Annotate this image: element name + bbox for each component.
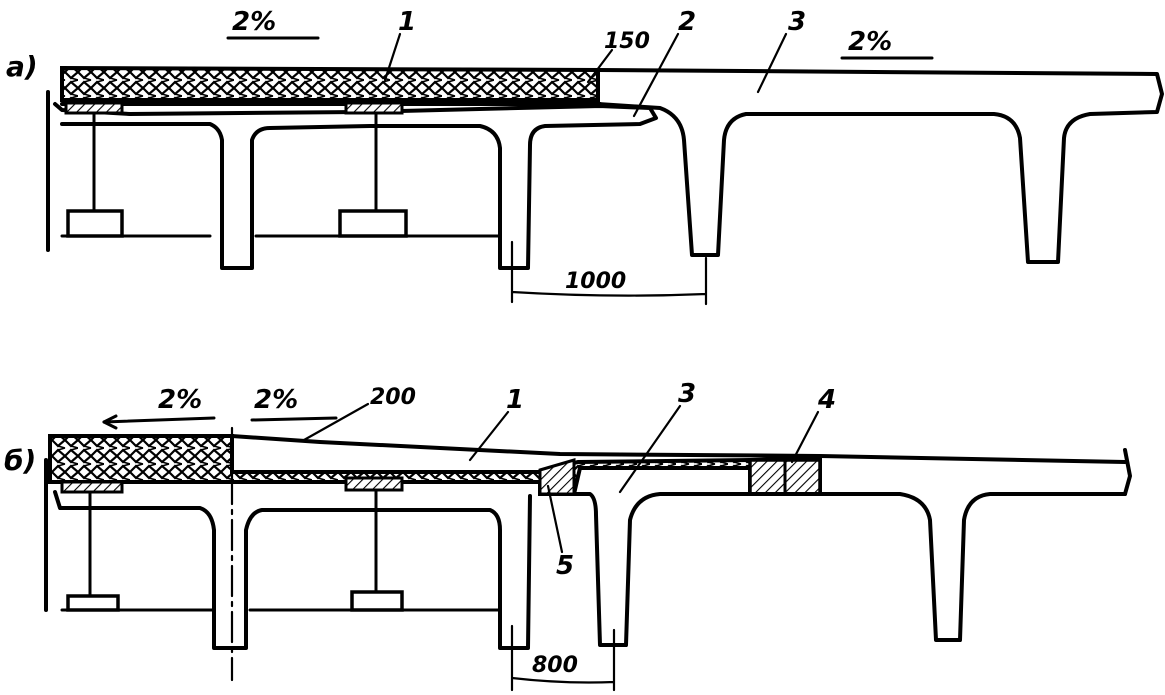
panel-b: б) 800 2% 2% (4, 379, 1132, 692)
panel-a-dimension-line (510, 240, 708, 306)
panel-b-leader-5 (546, 484, 564, 554)
panel-a-callout-2: 2 (678, 7, 696, 37)
panel-a-soffit (60, 122, 502, 270)
panel-a: a) 1000 2% 2% 1 150 2 (6, 7, 1164, 306)
panel-b-leader-1 (468, 410, 510, 462)
panel-a-surfacing-layer (60, 65, 600, 102)
panel-b-slope-left-arrowhead (102, 414, 118, 430)
panel-a-new-slab-3 (596, 68, 1164, 264)
panel-b-slope-mid-underline (250, 416, 338, 422)
panel-b-new-slab-3 (572, 492, 1127, 647)
panel-b-callout-1: 1 (506, 385, 524, 415)
panel-a-leader-2 (632, 32, 680, 118)
panel-a-label: a) (6, 50, 38, 83)
panel-a-old-slab-2 (53, 102, 658, 270)
panel-a-callout-1: 1 (398, 7, 416, 37)
panel-b-callout-3: 3 (678, 379, 696, 409)
panel-b-anchor-block-2 (350, 590, 404, 612)
panel-b-anchor-block-1 (66, 594, 120, 612)
panel-b-leader-4 (790, 410, 820, 464)
panel-b-callout-4: 4 (817, 385, 836, 415)
panel-b-surfacing-layer (48, 434, 822, 496)
panel-b-dimension-text: 800 (532, 653, 578, 678)
panel-a-anchor-block-2 (338, 209, 408, 238)
panel-a-slope-left: 2% (232, 7, 276, 37)
panel-b-leader-200 (302, 402, 370, 442)
panel-a-slope-right: 2% (848, 27, 892, 57)
panel-a-callout-3: 3 (788, 7, 806, 37)
panel-a-dimension-text: 1000 (565, 269, 626, 294)
panel-b-bearing-1 (60, 480, 124, 494)
panel-b-callout-5: 5 (556, 551, 574, 581)
panel-b-slab-edge (1123, 448, 1132, 496)
panel-b-label: б) (4, 444, 36, 477)
panel-a-leader-1 (383, 32, 402, 82)
panel-b-slope-mid: 2% (254, 385, 298, 415)
panel-a-leader-3 (756, 32, 788, 94)
panel-b-old-soffit (53, 490, 532, 650)
panel-a-bearing-2 (344, 101, 404, 115)
panel-b-slope-left: 2% (158, 385, 202, 415)
panel-b-leader-3 (618, 404, 682, 494)
panel-b-wedge-5 (538, 457, 576, 496)
panel-b-slope-left-arrow (102, 416, 216, 424)
panel-a-anchor-block-1 (66, 209, 124, 238)
panel-a-leader-150 (586, 48, 614, 84)
panel-b-dimension-line (510, 624, 616, 692)
panel-b-thickness: 200 (370, 385, 416, 410)
panel-b-bearing-2 (344, 476, 404, 492)
